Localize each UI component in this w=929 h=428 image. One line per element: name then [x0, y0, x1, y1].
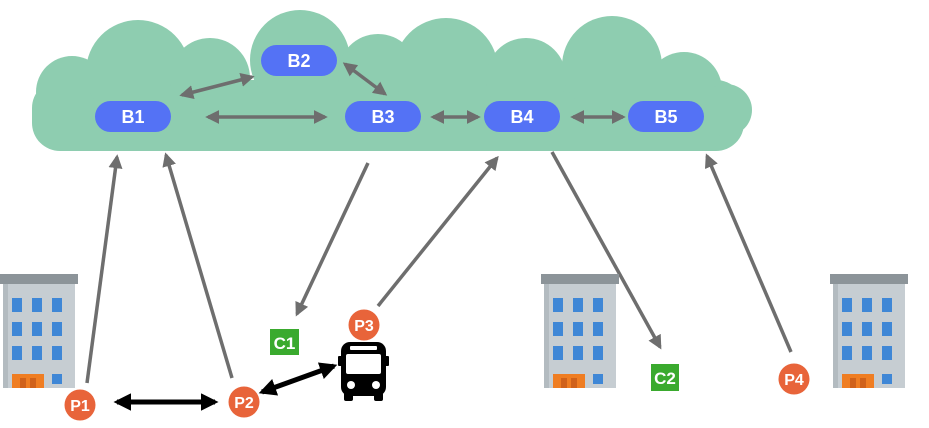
- peer-label: P2: [234, 395, 254, 412]
- edge-b2-b3: [342, 62, 388, 96]
- broker-b4[interactable]: B4: [484, 101, 560, 132]
- peer-p3[interactable]: P3: [348, 309, 380, 341]
- direct-links: [113, 362, 338, 411]
- client-c2[interactable]: C2: [651, 364, 679, 391]
- peer-label: P4: [784, 372, 804, 389]
- peer-p2[interactable]: P2: [228, 386, 260, 418]
- broker-b1[interactable]: B1: [95, 101, 171, 132]
- edge-b4-c2: [550, 151, 662, 350]
- edge-p4-b5: [704, 153, 793, 353]
- edges: [85, 62, 793, 384]
- broker-label: B4: [510, 107, 533, 127]
- edge-b3-c1: [295, 162, 370, 317]
- bus-icon: [338, 342, 389, 401]
- peer-p1[interactable]: P1: [64, 389, 96, 421]
- broker-label: B2: [287, 51, 310, 71]
- peer-label: P1: [70, 398, 90, 415]
- edge-p2-b1: [162, 152, 234, 379]
- broker-label: B5: [654, 107, 677, 127]
- link-p2-p3: [258, 362, 338, 396]
- building-icon: [0, 274, 78, 388]
- edge-p1-b1: [85, 154, 123, 384]
- building-icon: [830, 274, 908, 388]
- peer-label: P3: [354, 318, 374, 335]
- broker-label: B1: [121, 107, 144, 127]
- client-label: C2: [654, 369, 676, 388]
- client-label: C1: [274, 334, 296, 353]
- client-c1[interactable]: C1: [270, 329, 299, 355]
- building-icon: [541, 274, 619, 388]
- broker-b5[interactable]: B5: [628, 101, 704, 132]
- peer-p4[interactable]: P4: [778, 363, 810, 395]
- broker-b2[interactable]: B2: [261, 45, 337, 76]
- edge-b1-b2: [179, 73, 255, 99]
- broker-label: B3: [371, 107, 394, 127]
- broker-b3[interactable]: B3: [345, 101, 421, 132]
- edge-p3-b4: [376, 155, 499, 308]
